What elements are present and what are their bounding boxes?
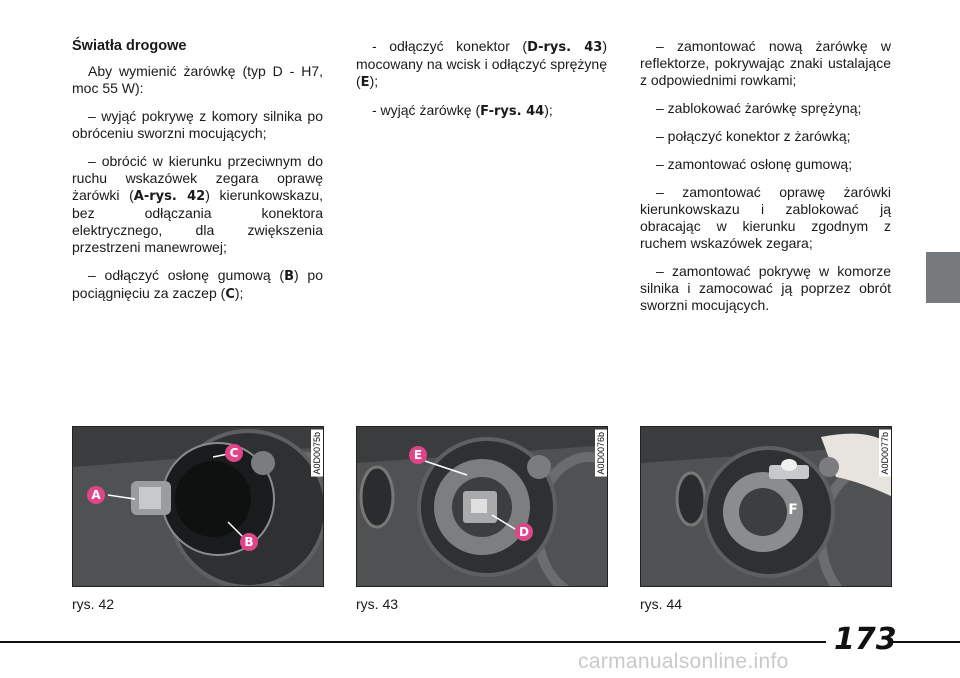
- label-d: D: [515, 523, 533, 541]
- footer-rule: [0, 641, 826, 643]
- label-b: B: [240, 533, 258, 551]
- section-heading: Światła drogowe: [72, 38, 187, 54]
- part-reference: B: [284, 269, 295, 284]
- text-run: – odłączyć osłonę gumową (: [88, 267, 285, 283]
- column-1: Światła drogowe Aby wymienić żarówkę (ty…: [72, 38, 323, 314]
- figure-caption: rys. 42: [72, 596, 115, 612]
- step-text: – zamontować pokrywę w komorze silnika i…: [640, 263, 891, 313]
- figure-reference: D-rys. 43: [527, 40, 603, 55]
- figure-reference: A-rys. 42: [133, 189, 206, 204]
- step-text: – zablokować żarówkę sprężyną;: [656, 100, 862, 116]
- text-run: - odłączyć konektor (: [372, 38, 528, 54]
- step-text: – wyjąć pokrywę z komory silnika po obró…: [72, 108, 323, 141]
- intro-text: Aby wymienić żarówkę (typ D - H7, moc 55…: [72, 63, 323, 96]
- column-2: - odłączyć konektor (D-rys. 43) mocowany…: [356, 38, 607, 131]
- step-text: – zamontować nową żarówkę w reflektorze,…: [640, 38, 891, 88]
- text-run: ) kierunkowskazu, bez odłączania konekto…: [72, 187, 323, 255]
- text-run: – obrócić w kierunku przeciwnym do ruchu…: [72, 153, 323, 203]
- figure-code: A0D0075b: [311, 430, 323, 477]
- step-text: – odłączyć osłonę gumową (B) po pociągni…: [72, 267, 323, 303]
- step-text: – zamontować osłonę gumową;: [656, 156, 853, 172]
- figure-code: A0D0077b: [879, 430, 891, 477]
- figure-caption: rys. 43: [356, 596, 399, 612]
- step-text: - wyjąć żarówkę (F-rys. 44);: [356, 102, 607, 120]
- page-number: 173: [834, 622, 897, 657]
- figure-code: A0D0076b: [595, 430, 607, 477]
- chapter-tab: [926, 252, 960, 303]
- figure-caption: rys. 44: [640, 596, 683, 612]
- figure-43-photo: E D: [356, 426, 608, 587]
- label-a: A: [87, 486, 105, 504]
- part-reference: E: [360, 75, 370, 90]
- text-run: );: [544, 102, 553, 118]
- figure-reference: F-rys. 44: [480, 104, 545, 119]
- label-c: C: [225, 444, 243, 462]
- part-reference: C: [225, 287, 235, 302]
- figure-42-photo: A B C: [72, 426, 324, 587]
- text-run: ) po pociągnięciu za zaczep (: [72, 267, 323, 301]
- text-run: - wyjąć żarówkę (: [372, 102, 481, 118]
- footer-rule: [893, 641, 960, 643]
- label-f: F: [788, 502, 798, 518]
- step-text: – obrócić w kierunku przeciwnym do ruchu…: [72, 153, 323, 256]
- label-e: E: [409, 446, 427, 464]
- step-text: – zamontować oprawę żarówki kierunkowska…: [640, 184, 891, 251]
- column-3: – zamontować nową żarówkę w reflektorze,…: [640, 38, 891, 325]
- watermark: carmanualsonline.info: [578, 650, 789, 673]
- figure-44-photo: F: [640, 426, 892, 587]
- text-run: );: [234, 285, 244, 301]
- step-text: - odłączyć konektor (D-rys. 43) mocowany…: [356, 38, 607, 91]
- text-run: ) mocowany na wcisk i odłączyć sprężynę …: [356, 38, 607, 89]
- text-run: );: [369, 73, 379, 89]
- step-text: – połączyć konektor z żarówką;: [656, 128, 851, 144]
